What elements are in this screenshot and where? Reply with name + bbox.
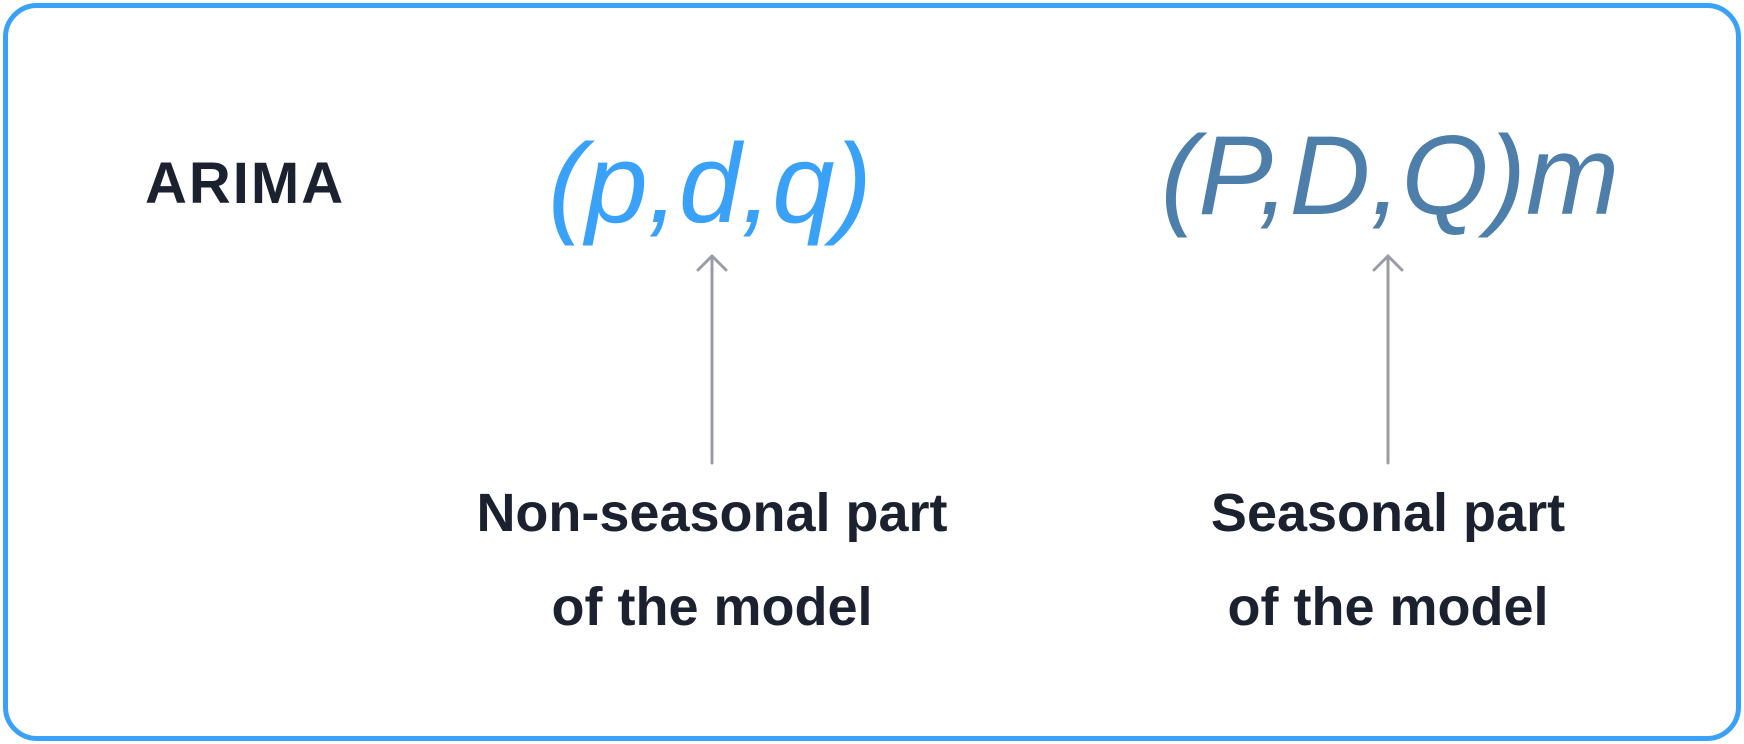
model-name-label: ARIMA <box>145 151 346 216</box>
seasonal-caption-line1: Seasonal part <box>1210 483 1566 543</box>
seasonal-arrow-icon <box>1372 254 1404 465</box>
nonseasonal-caption: Non-seasonal part of the model <box>412 466 1012 654</box>
seasonal-caption-line2: of the model <box>1227 577 1549 637</box>
nonseasonal-caption-line2: of the model <box>551 577 873 637</box>
diagram-frame <box>3 3 1741 741</box>
nonseasonal-arrow-icon <box>696 254 728 465</box>
seasonal-caption: Seasonal part of the model <box>1113 466 1663 654</box>
nonseasonal-caption-line1: Non-seasonal part <box>476 483 948 543</box>
seasonal-formula: (P,D,Q)m <box>1160 113 1620 238</box>
nonseasonal-formula: (p,d,q) <box>548 121 872 246</box>
